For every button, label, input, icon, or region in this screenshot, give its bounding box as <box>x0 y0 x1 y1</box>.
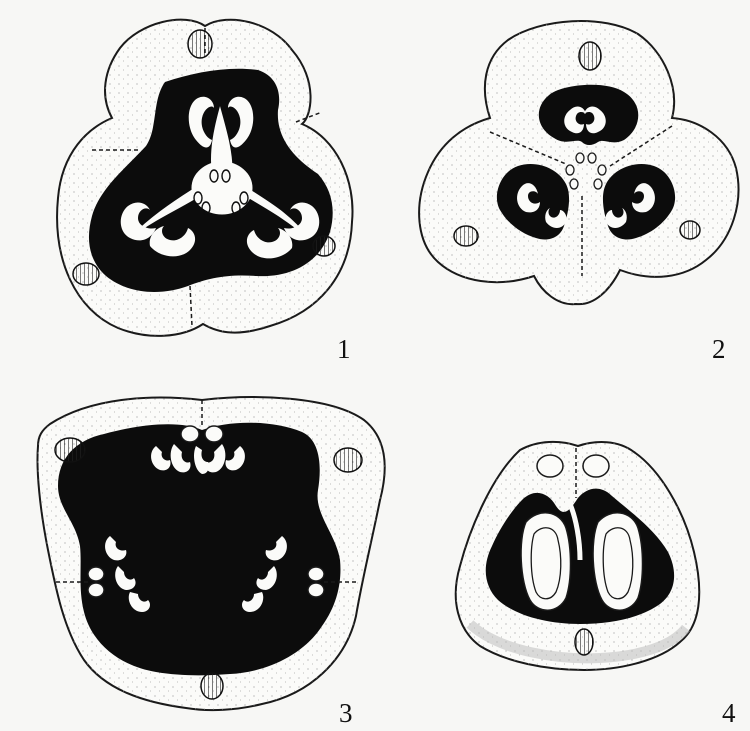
figure-label-3: 3 <box>339 700 353 727</box>
section-3 <box>37 397 384 710</box>
figure-label-4: 4 <box>722 700 736 727</box>
section-4-vascular-bundles <box>575 629 593 655</box>
section-4 <box>456 442 700 670</box>
section-1 <box>57 20 352 336</box>
section-2-locule-top <box>539 85 638 145</box>
figure-label-1: 1 <box>337 336 351 363</box>
section-2 <box>419 21 738 304</box>
figure-label-2: 2 <box>712 336 726 363</box>
